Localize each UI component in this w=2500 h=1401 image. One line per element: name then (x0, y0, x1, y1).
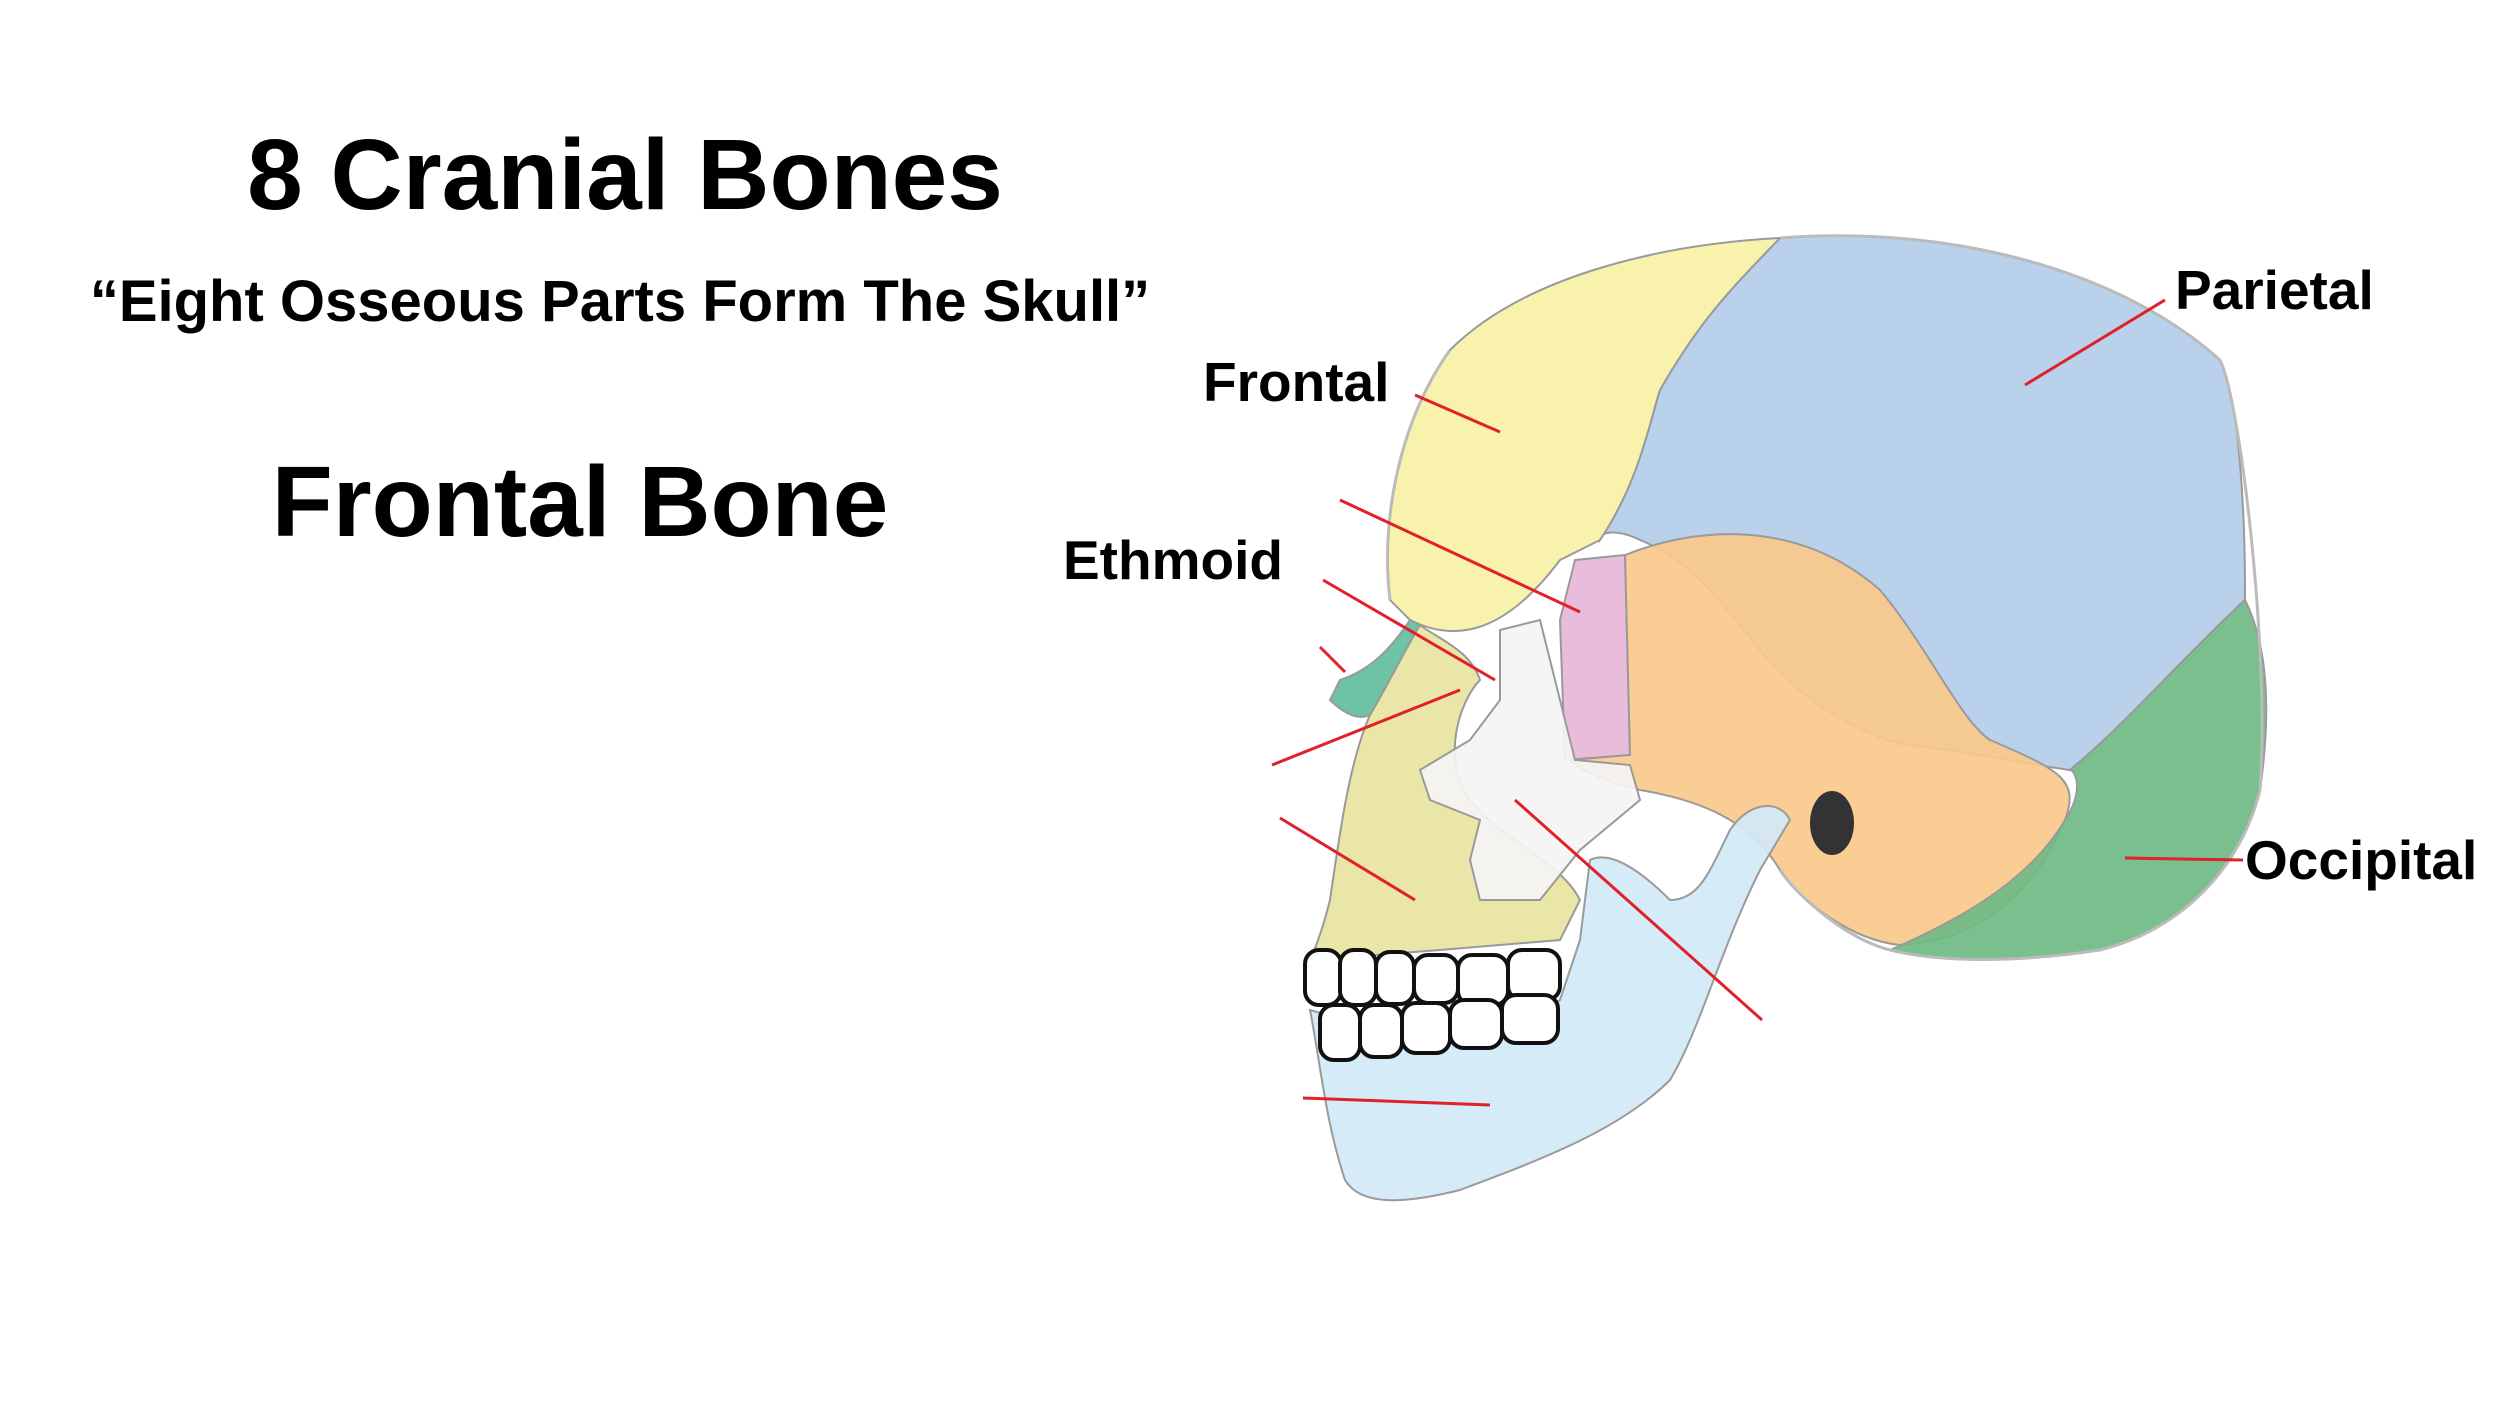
tooth (1358, 1003, 1404, 1059)
mnemonic-subtitle: “Eight Osseous Parts Form The Skull” (89, 269, 1151, 334)
topic-heading: Frontal Bone (271, 446, 889, 558)
leader-line-frontal (1414, 393, 1501, 434)
tooth (1374, 950, 1416, 1006)
tooth (1338, 948, 1378, 1007)
leader-lines (1271, 298, 2244, 1107)
leader-line-ethmoid (1322, 578, 1496, 682)
leader-line-zygomatic (1514, 798, 1763, 1022)
tooth (1500, 993, 1560, 1045)
label-occipital: Occipital (2245, 829, 2478, 891)
skull-outline (1386, 234, 2264, 961)
label-frontal: Frontal (1203, 351, 1390, 413)
leader-line-nasal (1318, 645, 1347, 674)
leader-line-mandible (1302, 1096, 1491, 1107)
zygomatic-bone (1418, 618, 1642, 901)
tooth (1412, 953, 1460, 1005)
label-ethmoid: Ethmoid (1063, 529, 1283, 591)
tooth (1456, 953, 1510, 1007)
tooth (1400, 1001, 1452, 1055)
tooth (1448, 998, 1504, 1050)
leader-line-sphenoid (1339, 498, 1581, 614)
slide-title: 8 Cranial Bones (247, 119, 1003, 231)
tooth (1318, 1003, 1362, 1062)
ear-canal (1810, 791, 1854, 855)
tooth (1506, 948, 1562, 1002)
sphenoid-bone (1558, 553, 1632, 762)
leader-line-maxilla (1279, 816, 1416, 902)
leader-line-occipital (2124, 856, 2244, 862)
frontal-bone (1386, 236, 1783, 633)
label-parietal: Parietal (2175, 259, 2374, 321)
teeth (1303, 948, 1562, 1062)
tooth (1303, 948, 1343, 1007)
leader-line-lacrimal (1271, 688, 1461, 767)
leader-line-parietal (2024, 298, 2166, 387)
